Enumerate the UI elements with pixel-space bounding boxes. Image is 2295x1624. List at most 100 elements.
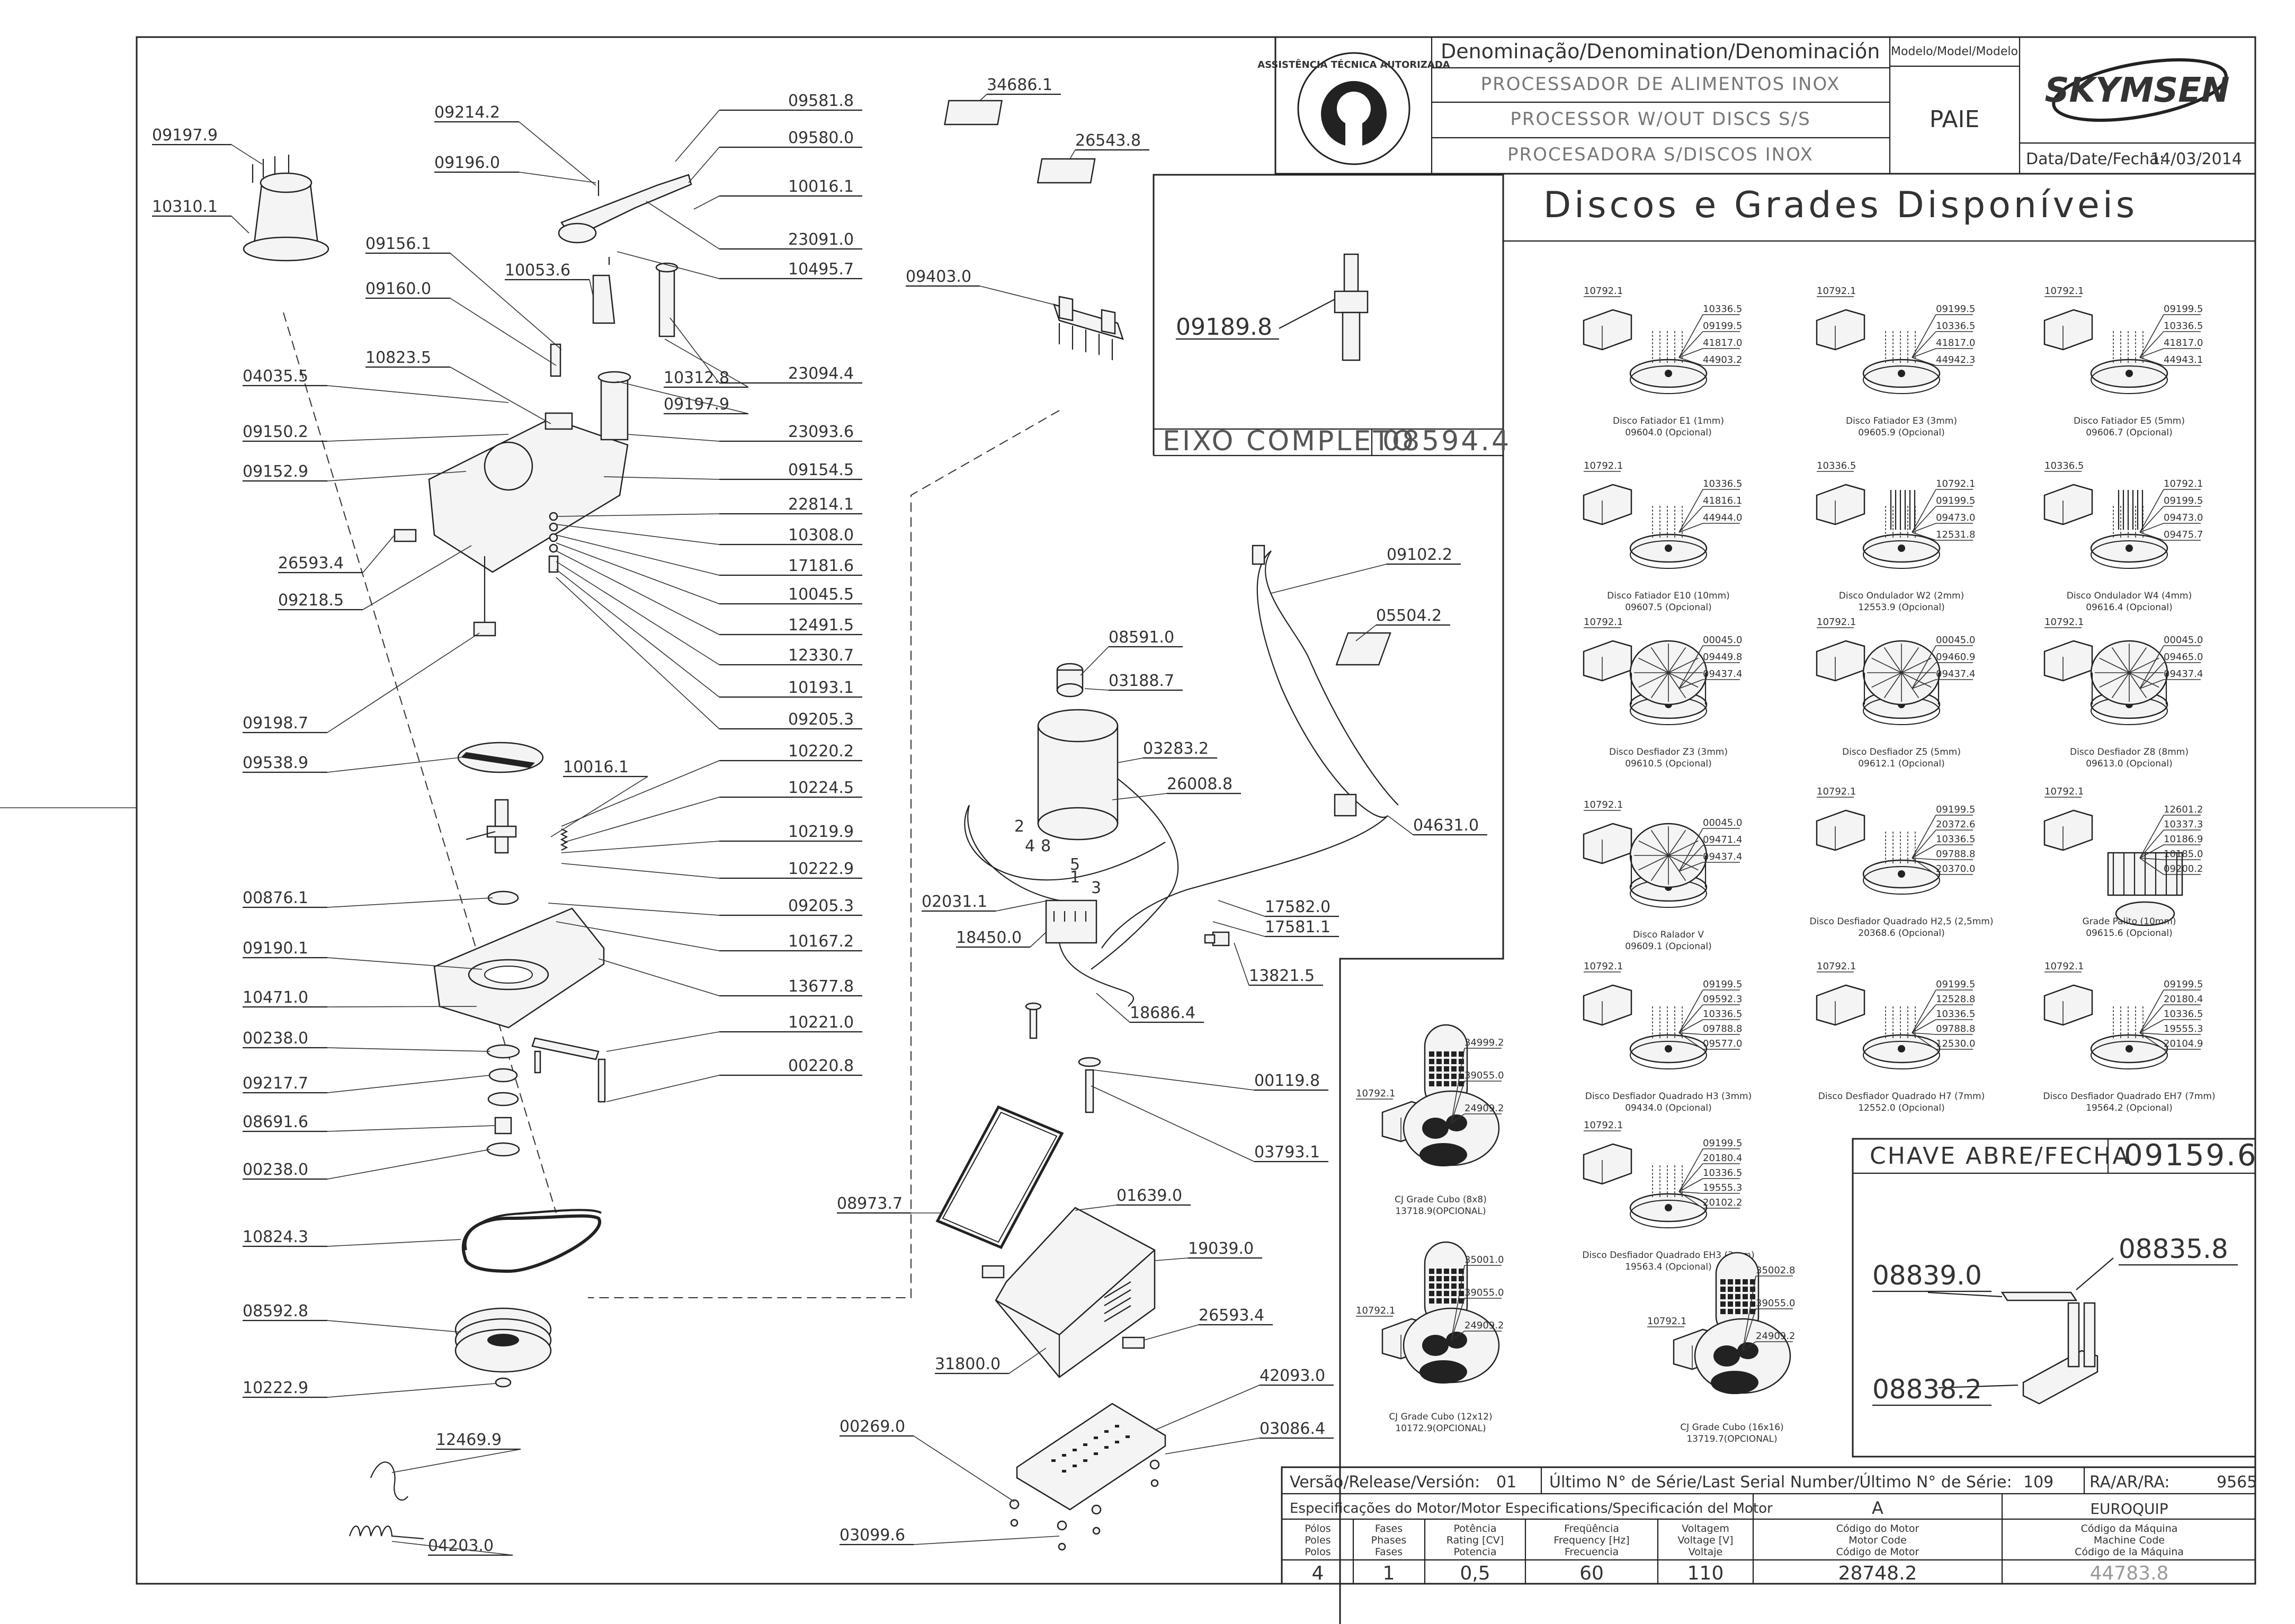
- disc-item: 10336.510792.109199.509473.012531.8Disco…: [1816, 460, 1975, 613]
- part-number-label: 10471.0: [243, 988, 308, 1007]
- disc-code: 09607.5 (Opcional): [1625, 602, 1712, 613]
- disc-part-label: 10336.5: [2044, 460, 2084, 471]
- switch-part-label: 08835.8: [2119, 1234, 2228, 1264]
- disc-name: Disco Desfiador Z5 (5mm): [1842, 747, 1961, 757]
- disc-part-label: 10336.5: [1936, 834, 1975, 845]
- head-poles: Polos: [1305, 1546, 1330, 1558]
- switch-part-label: 08838.2: [1872, 1374, 1982, 1405]
- part-number-label: 10016.1: [788, 177, 854, 196]
- product-name-pt: PROCESSADOR DE ALIMENTOS INOX: [1481, 74, 1841, 95]
- head-motor-code: Código de Motor: [1836, 1546, 1919, 1558]
- disc-part-label: 10792.1: [2044, 786, 2084, 797]
- part-number-label: 23093.6: [788, 423, 854, 441]
- brand-text: SKYMSEN: [2044, 71, 2229, 110]
- head-rating: Potência: [1454, 1523, 1497, 1534]
- disc-part-label: 10336.5: [1703, 1167, 1742, 1179]
- head-motor-code: Motor Code: [1848, 1534, 1907, 1546]
- motor-col-a: A: [1872, 1498, 1883, 1518]
- disc-part-label: 39055.0: [1464, 1287, 1504, 1298]
- part-number-label: 09152.9: [243, 462, 308, 481]
- head-voltage: Voltage [V]: [1677, 1534, 1733, 1546]
- disc-part-label: 09199.5: [1703, 1138, 1742, 1149]
- part-number-label: 10224.5: [788, 779, 854, 797]
- part-number-label: 00269.0: [840, 1417, 905, 1436]
- disc-part-label: 19555.3: [2164, 1023, 2203, 1034]
- disc-part-label: 44942.3: [1936, 354, 1975, 365]
- part-number-label: 09156.1: [365, 235, 431, 253]
- disc-code: 09612.1 (Opcional): [1858, 759, 1945, 769]
- disc-part-label: 09460.9: [1936, 652, 1975, 663]
- value-motor-code: 28748.2: [1838, 1563, 1917, 1584]
- disc-part-label: 39055.0: [1464, 1070, 1504, 1081]
- part-number-label: 04203.0: [428, 1537, 494, 1555]
- part-number-label: 09102.2: [1387, 546, 1452, 564]
- disc-code: 09613.0 (Opcional): [2086, 759, 2173, 769]
- date-label: Data/Date/Fecha:: [2026, 150, 2165, 168]
- disc-part-label: 10792.1: [1936, 478, 1975, 489]
- sheet-frame: [136, 36, 2256, 1585]
- version-label: Versão/Release/Versión:: [1290, 1473, 1480, 1492]
- disc-part-label: 10792.1: [1817, 961, 1856, 972]
- disc-code: 09616.4 (Opcional): [2086, 602, 2173, 613]
- head-poles: Poles: [1305, 1534, 1330, 1546]
- part-number-label: 09160.0: [365, 280, 431, 298]
- disc-part-label: 20180.4: [1703, 1153, 1742, 1164]
- product-name-es: PROCESADORA S/DISCOS INOX: [1507, 144, 1814, 165]
- part-number-label: 09197.9: [664, 395, 729, 414]
- disc-part-label: 10792.1: [1584, 617, 1623, 628]
- disc-name: Disco Desfiador Quadrado H3 (3mm): [1585, 1091, 1752, 1102]
- part-number-label: 09217.7: [243, 1074, 308, 1093]
- disc-part-label: 41817.0: [2164, 337, 2203, 349]
- disc-part-label: 20180.4: [2164, 994, 2203, 1005]
- part-number-label: 00238.0: [243, 1161, 308, 1179]
- part-number-label: 12469.9: [436, 1431, 502, 1449]
- disc-part-label: 10336.5: [1936, 320, 1975, 332]
- part-number-label: 12491.5: [788, 616, 854, 635]
- disc-part-label: 10792.1: [1817, 617, 1856, 628]
- disc-name: CJ Grade Cubo (8x8): [1395, 1194, 1487, 1205]
- disc-part-label: 09437.4: [1703, 668, 1742, 680]
- left-exploded-view: [243, 155, 692, 1540]
- part-number-label: 09403.0: [906, 267, 971, 286]
- head-frequency: Freqüência: [1564, 1523, 1619, 1534]
- disc-part-label: 00045.0: [2164, 635, 2203, 646]
- head-machine-code: Machine Code: [2094, 1534, 2165, 1546]
- part-number-label: 42093.0: [1260, 1367, 1325, 1385]
- head-frequency: Frequency [Hz]: [1553, 1534, 1629, 1546]
- disc-name: Disco Desfiador Quadrado EH3 (3mm): [1582, 1250, 1754, 1261]
- head-poles: Pólos: [1305, 1523, 1330, 1534]
- disc-part-label: 09199.5: [1936, 804, 1975, 815]
- value-machine-code: 44783.8: [2090, 1563, 2169, 1584]
- disc-part-label: 10792.1: [2044, 617, 2084, 628]
- wire-number: 5: [1070, 855, 1080, 874]
- disc-part-label: 00045.0: [1703, 635, 1742, 646]
- serial-value: 109: [2023, 1473, 2053, 1492]
- wire-number: 4: [1025, 837, 1035, 855]
- disc-catalog: 10792.110336.509199.541817.044903.2Disco…: [1356, 285, 2216, 1444]
- disc-name: Disco Ondulador W2 (2mm): [1839, 591, 1964, 601]
- part-number-label: 23091.0: [788, 230, 854, 249]
- disc-part-label: 10792.1: [1584, 460, 1623, 471]
- part-number-label: 10045.5: [788, 585, 854, 604]
- part-number-label: 12330.7: [788, 646, 854, 665]
- head-voltage: Voltaje: [1689, 1546, 1723, 1558]
- disc-part-label: 09473.0: [2164, 512, 2203, 523]
- disc-part-label: 41816.1: [1703, 495, 1742, 506]
- ra-value: 9565: [2217, 1473, 2257, 1492]
- part-number-label: 18686.4: [1130, 1004, 1195, 1022]
- part-number-label: 01639.0: [1117, 1186, 1182, 1205]
- part-number-label: 26593.4: [1199, 1306, 1264, 1325]
- part-number-label: 10220.2: [788, 742, 854, 761]
- part-number-label: 09154.5: [788, 461, 854, 479]
- disc-part-label: 41817.0: [1703, 337, 1742, 349]
- disc-code: 09615.6 (Opcional): [2086, 928, 2173, 939]
- part-number-label: 19039.0: [1188, 1239, 1254, 1258]
- part-number-label: 13821.5: [1249, 967, 1315, 985]
- disc-code: 09609.1 (Opcional): [1625, 941, 1712, 952]
- disc-part-label: 09199.5: [2164, 495, 2203, 506]
- disc-item: 10792.112601.210337.310186.910185.009200…: [2043, 786, 2203, 939]
